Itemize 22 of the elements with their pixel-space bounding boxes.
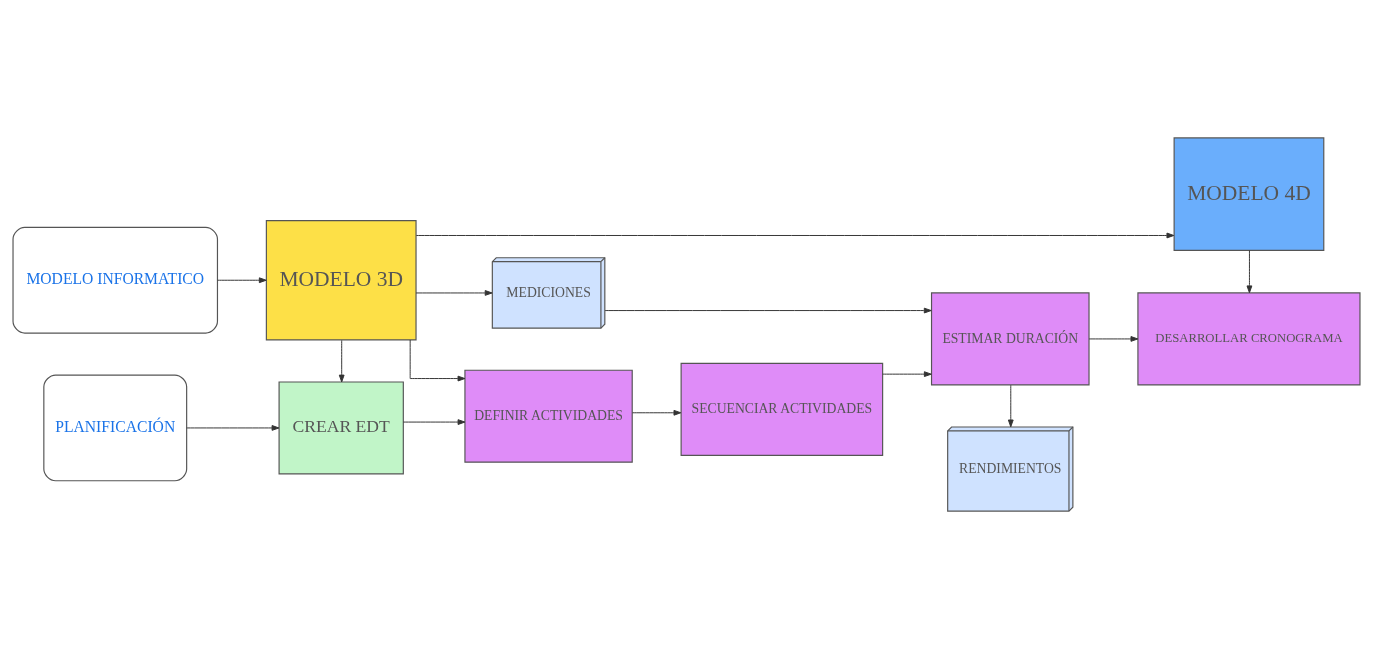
arrow	[632, 409, 682, 416]
node-box: MODELO INFORMATICO	[12, 226, 219, 334]
arrow	[1088, 336, 1139, 342]
arrow	[217, 277, 267, 284]
node-box: CREAR EDT	[278, 381, 404, 475]
arrow	[338, 339, 345, 383]
node-box: SECUENCIAR ACTIVIDADES	[680, 362, 884, 456]
arrow	[1007, 384, 1014, 428]
node-box: DEFINIR ACTIVIDADES	[464, 369, 633, 463]
arrow	[604, 307, 932, 314]
node-box: ESTIMAR DURACIÓN	[930, 292, 1090, 386]
arrow	[1246, 250, 1253, 294]
arrow	[882, 371, 932, 378]
arrow	[409, 339, 466, 382]
node-box: MODELO 3D	[265, 220, 417, 341]
arrow	[186, 425, 280, 431]
node-box: PLANIFICACIÓN	[43, 374, 188, 482]
arrow	[402, 419, 466, 425]
arrow	[415, 290, 493, 296]
node-box: MODELO 4D	[1173, 137, 1325, 251]
arrow	[415, 232, 1175, 239]
node-box: DESARROLLAR CRONOGRAMA	[1137, 292, 1361, 386]
